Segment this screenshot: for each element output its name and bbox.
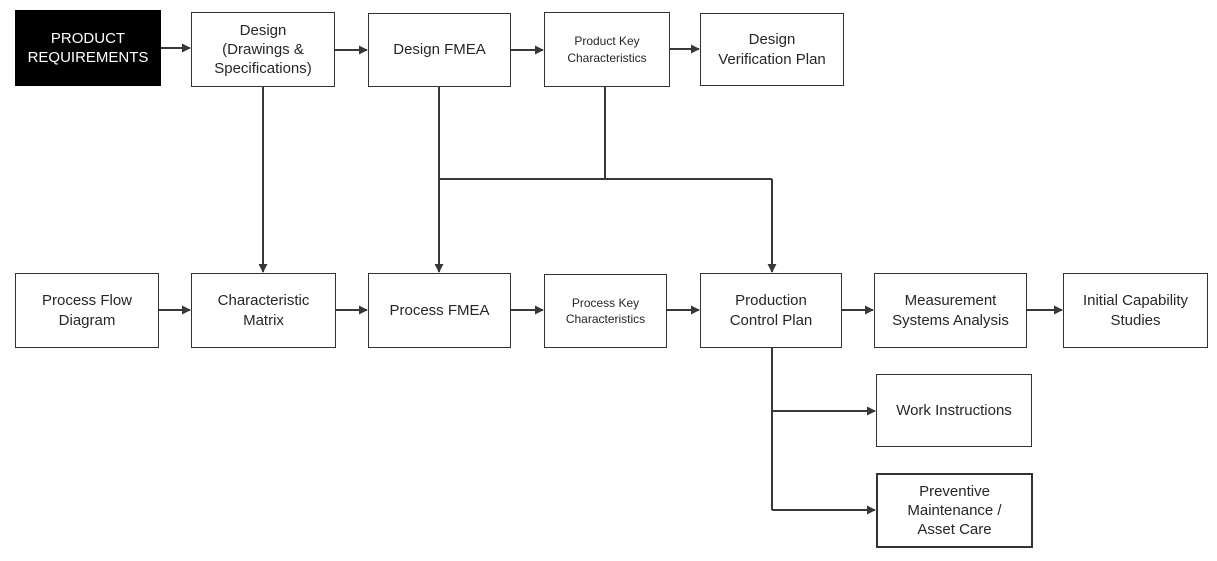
node-process-fmea: Process FMEA	[368, 273, 511, 348]
node-process-key-characteristics-label: Process Key Characteristics	[565, 295, 646, 326]
node-preventive-maintenance: Preventive Maintenance / Asset Care	[876, 473, 1033, 548]
node-design-fmea-label: Design FMEA	[393, 41, 486, 59]
node-process-key-characteristics: Process Key Characteristics	[544, 274, 667, 348]
node-work-instructions: Work Instructions	[876, 374, 1032, 447]
node-design-verification-plan: Design Verification Plan	[700, 13, 844, 86]
node-design-fmea: Design FMEA	[368, 13, 511, 87]
node-design: Design (Drawings & Specifications)	[191, 12, 335, 87]
node-work-instructions-label: Work Instructions	[896, 401, 1012, 419]
node-production-control-plan: Production Control Plan	[700, 273, 842, 348]
node-initial-capability-studies-label: Initial Capability Studies	[1082, 292, 1189, 329]
node-design-verification-plan-label: Design Verification Plan	[718, 31, 826, 68]
node-preventive-maintenance-label: Preventive Maintenance / Asset Care	[907, 482, 1002, 539]
node-characteristic-matrix-label: Characteristic Matrix	[217, 292, 310, 329]
node-process-flow-diagram: Process Flow Diagram	[15, 273, 159, 348]
node-measurement-systems-analysis: Measurement Systems Analysis	[874, 273, 1027, 348]
node-product-requirements: PRODUCT REQUIREMENTS	[15, 10, 161, 86]
node-initial-capability-studies: Initial Capability Studies	[1063, 273, 1208, 348]
node-product-requirements-label: PRODUCT REQUIREMENTS	[27, 29, 149, 66]
node-characteristic-matrix: Characteristic Matrix	[191, 273, 336, 348]
node-product-key-characteristics: Product Key Characteristics	[544, 12, 670, 87]
node-measurement-systems-analysis-label: Measurement Systems Analysis	[892, 292, 1009, 329]
node-process-fmea-label: Process FMEA	[389, 301, 490, 319]
node-design-label: Design (Drawings & Specifications)	[214, 21, 312, 78]
node-product-key-characteristics-label: Product Key Characteristics	[567, 34, 647, 65]
node-production-control-plan-label: Production Control Plan	[729, 292, 813, 329]
node-process-flow-diagram-label: Process Flow Diagram	[41, 292, 133, 329]
